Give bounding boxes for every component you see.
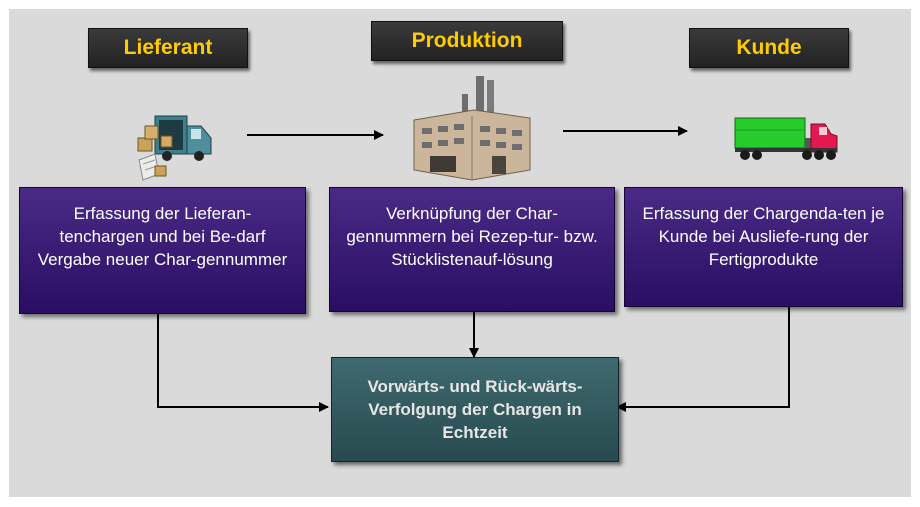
header-production: Produktion (371, 21, 563, 61)
truck-icon (734, 117, 838, 160)
box-customer-text: Erfassung der Chargenda-ten je Kunde bei… (642, 204, 885, 269)
header-supplier: Lieferant (88, 28, 248, 68)
header-production-label: Produktion (411, 29, 523, 52)
header-supplier-label: Lieferant (123, 36, 213, 59)
delivery-van-icon (137, 115, 212, 181)
box-supplier-description: Erfassung der Lieferan-tenchargen und be… (19, 187, 306, 314)
box-production-description: Verknüpfung der Char-gennummern bei Reze… (329, 187, 615, 312)
box-supplier-text: Erfassung der Lieferan-tenchargen und be… (37, 204, 288, 269)
box-production-text: Verknüpfung der Char-gennummern bei Reze… (346, 204, 598, 269)
header-customer-label: Kunde (736, 36, 802, 59)
arrow-customer-to-result (616, 307, 790, 412)
arrow-supplier-to-result (157, 313, 329, 412)
box-customer-description: Erfassung der Chargenda-ten je Kunde bei… (624, 187, 903, 307)
factory-icon (413, 76, 531, 181)
result-box: Vorwärts- und Rück-wärts-Verfolgung der … (331, 357, 619, 462)
result-text: Vorwärts- und Rück-wärts-Verfolgung der … (367, 377, 583, 442)
header-customer: Kunde (689, 28, 849, 68)
